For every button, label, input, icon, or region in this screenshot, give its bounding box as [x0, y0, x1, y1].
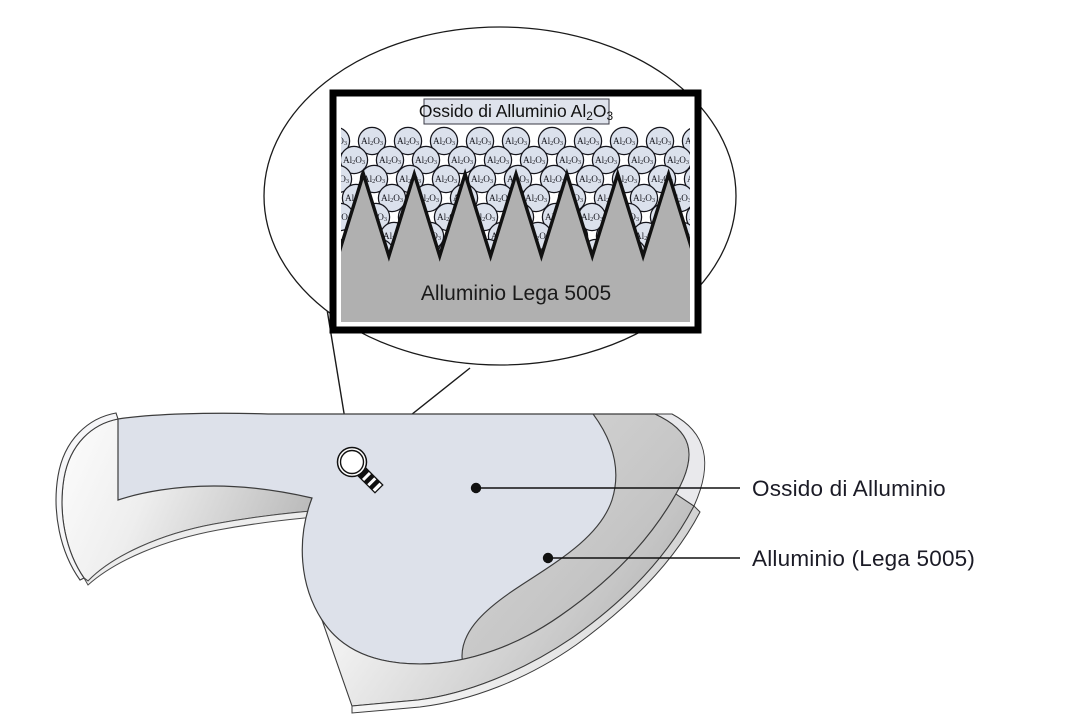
oxide-molecule-label: Al2O3 — [435, 174, 457, 185]
oxide-molecule-label: Al2O3 — [361, 136, 383, 147]
exposed-alloy-patch — [461, 413, 690, 664]
oxide-molecule — [519, 145, 549, 175]
oxide-molecule-label: Al2O3 — [325, 136, 347, 147]
oxide-molecule-label: Al2O3 — [613, 136, 635, 147]
oxide-molecule-label: Al2O3 — [581, 212, 603, 223]
oxide-molecule — [341, 165, 353, 193]
oxide-molecule-label: Al2O3 — [649, 136, 671, 147]
inset-top-label: Ossido di Alluminio Al2O3 — [419, 98, 614, 125]
callout-alloy: Alluminio (Lega 5005) — [542, 546, 975, 571]
sheet-left-outer-fold — [55, 412, 119, 581]
oxide-molecule — [555, 145, 585, 175]
oxide-molecule — [629, 183, 659, 213]
oxide-molecule — [465, 126, 495, 156]
oxide-molecule-label: Al2O3 — [379, 155, 401, 166]
oxide-molecule-label: Al2O3 — [397, 136, 419, 147]
oxide-molecule-label: Al2O3 — [363, 174, 385, 185]
zoom-bubble: Al2O3Al2O3Al2O3Al2O3Al2O3Al2O3Al2O3Al2O3… — [263, 26, 737, 366]
oxide-molecule-label: Al2O3 — [525, 193, 547, 204]
oxide-molecule-label: Al2O3 — [577, 136, 599, 147]
callout-oxide-label: Ossido di Alluminio — [752, 476, 946, 501]
oxide-molecule — [341, 145, 369, 175]
magnifier-lens-inner-ring — [339, 449, 365, 475]
sheet-right-edge-strip — [351, 493, 701, 714]
oxide-molecule-label: Al2O3 — [487, 155, 509, 166]
oxide-molecule-label: Al2O3 — [469, 136, 491, 147]
inset-top-label-text: Ossido di Alluminio Al2O3 — [419, 101, 614, 123]
oxide-molecule-label: Al2O3 — [687, 174, 709, 185]
inset-top-label-box — [423, 98, 610, 125]
oxide-molecule-label: Al2O3 — [505, 136, 527, 147]
oxide-molecule — [681, 128, 690, 154]
sheet-right-cut-edge — [654, 413, 706, 507]
oxide-molecule — [429, 126, 459, 156]
oxide-molecule-label: Al2O3 — [633, 193, 655, 204]
oxide-molecule — [411, 145, 441, 175]
oxide-molecule-label: Al2O3 — [667, 155, 689, 166]
oxide-molecule — [393, 126, 423, 156]
oxide-molecule — [645, 126, 675, 156]
oxide-molecule-label: Al2O3 — [415, 155, 437, 166]
oxide-molecule-label: Al2O3 — [541, 136, 563, 147]
oxide-molecule-label: Al2O3 — [689, 212, 711, 223]
magnifying-glass[interactable] — [336, 446, 384, 502]
oxide-molecule — [431, 164, 461, 194]
oxide-molecule — [609, 126, 639, 156]
oxide-molecule — [627, 145, 657, 175]
oxide-molecule-label: Al2O3 — [595, 155, 617, 166]
oxide-molecule — [375, 145, 405, 175]
oxide-molecule-label: Al2O3 — [471, 174, 493, 185]
oxide-molecule — [663, 145, 690, 175]
oxide-molecule — [685, 206, 690, 228]
aluminium-sheet — [55, 412, 706, 714]
magnifier-handle — [355, 465, 384, 494]
oxide-molecule — [591, 145, 621, 175]
oxide-molecule — [357, 126, 387, 156]
oxide-molecule-label: Al2O3 — [433, 136, 455, 147]
inset-bottom-label: Alluminio Lega 5005 — [421, 282, 611, 305]
oxide-molecule — [575, 164, 605, 194]
aluminium-substrate-profile — [341, 168, 690, 322]
oxide-molecule-label: Al2O3 — [631, 155, 653, 166]
callout-oxide: Ossido di Alluminio — [470, 476, 946, 501]
oxide-molecule — [501, 126, 531, 156]
oxide-molecule — [447, 145, 477, 175]
callout-alloy-label: Alluminio (Lega 5005) — [752, 546, 975, 571]
oxide-molecule — [573, 126, 603, 156]
oxide-molecule-label: Al2O3 — [685, 136, 707, 147]
oxide-molecule-label: Al2O3 — [523, 155, 545, 166]
oxide-molecule-label: Al2O3 — [327, 174, 349, 185]
oxide-molecule-label: Al2O3 — [381, 193, 403, 204]
oxide-molecule — [341, 127, 351, 155]
oxide-molecule — [537, 126, 567, 156]
oxide-molecule — [483, 145, 513, 175]
oxide-molecule — [683, 167, 690, 191]
oxide-molecule-label: Al2O3 — [451, 155, 473, 166]
oxide-molecule-label: Al2O3 — [343, 155, 365, 166]
oxide-molecule-label: Al2O3 — [559, 155, 581, 166]
oxide-molecule-label: Al2O3 — [579, 174, 601, 185]
